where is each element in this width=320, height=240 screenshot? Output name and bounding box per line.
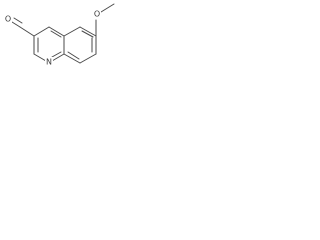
- atom-labels: O N O: [4, 9, 101, 67]
- bond-c6-n1-double: [51, 51, 62, 58]
- bond-c4-c5-double: [50, 30, 62, 38]
- bond-n1-c2: [33, 53, 47, 62]
- bond-c3-cho: [19, 26, 35, 37]
- biaryl-link: [63, 26, 81, 37]
- aldehyde-oxygen-label: O: [5, 15, 11, 24]
- phenyl-ring: [63, 26, 97, 64]
- pyridine-nitrogen-label: N: [46, 58, 52, 67]
- aldehyde-oxygen-background: [4, 14, 12, 23]
- bond-c5-phenyl: [63, 26, 81, 37]
- bond-c3-c4: [33, 26, 50, 37]
- bond-ph1-ph2: [79, 26, 97, 37]
- bond-ph3-ph4: [79, 53, 97, 64]
- chemical-structure-diagram: O N O: [4, 3, 115, 67]
- methoxy-group: [95, 3, 115, 37]
- bond-cho-o: [11, 21, 21, 28]
- methoxy-oxygen-label: O: [94, 10, 100, 19]
- bond-c6-n1: [51, 53, 65, 62]
- bond-o-methyl: [100, 3, 115, 13]
- bond-cho-o-double: [13, 17, 23, 24]
- pyridine-ring: [33, 26, 65, 62]
- aldehyde-group: [11, 17, 35, 37]
- bond-ph1-ph2-double: [81, 30, 94, 38]
- bond-ph4-ph5: [63, 53, 81, 64]
- bond-c4-c5: [48, 26, 65, 37]
- pyridine-nitrogen-background: [45, 57, 53, 66]
- methoxy-oxygen-background: [93, 9, 101, 18]
- bond-ph4-ph5-double: [67, 51, 80, 60]
